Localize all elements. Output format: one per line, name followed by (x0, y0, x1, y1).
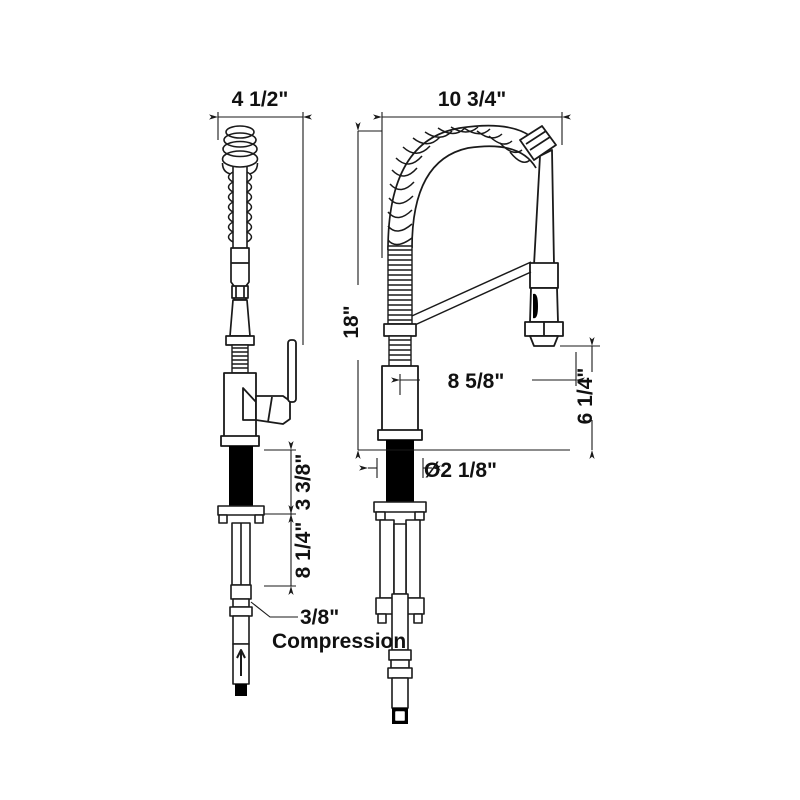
dim-overall-height (355, 122, 570, 459)
front-spray-head (230, 247, 250, 301)
dimension-lines (209, 112, 600, 618)
callout-label-compression-type: Compression (272, 630, 406, 653)
dim-spout-reach (391, 352, 585, 395)
side-spring-coil (387, 124, 557, 251)
dim-label-shank-upper: 3 3/8" (292, 454, 315, 511)
side-coil-turns (387, 126, 531, 246)
callout-leader-compression (250, 601, 298, 618)
dim-label-base-diameter: Ø2 1/8" (424, 459, 497, 482)
dim-label-spray-head-height: 6 1/4" (574, 368, 597, 425)
side-mounting-shank (386, 440, 414, 502)
front-lever-handle (242, 339, 297, 425)
side-flex-hose (387, 245, 413, 325)
dim-spray-head-height (560, 337, 600, 459)
dimension-labels: 4 1/2" 10 3/4" 18" 8 5/8" 6 1/4" Ø2 1/8"… (232, 88, 597, 653)
side-supply-tubes (375, 519, 425, 724)
dim-label-side-width: 10 3/4" (438, 88, 506, 111)
dim-side-width (373, 112, 571, 258)
dim-base-diameter (359, 458, 441, 478)
dim-shank-lower (264, 505, 296, 595)
dim-label-spout-reach: 8 5/8" (448, 370, 505, 393)
front-mounting-shank (229, 446, 253, 506)
dim-label-front-width: 4 1/2" (232, 88, 289, 111)
dim-label-overall-height: 18" (340, 305, 363, 338)
front-spring-coil (221, 125, 259, 250)
side-lower-hose (388, 335, 412, 367)
front-view-faucet (217, 125, 297, 696)
side-hose-collar (383, 323, 417, 337)
front-flex-hose (231, 344, 249, 374)
callout-label-compression-size: 3/8" (300, 606, 339, 629)
front-spout-column (225, 299, 255, 346)
side-spray-head (524, 262, 564, 347)
side-support-arm (391, 261, 532, 335)
dim-label-shank-lower: 8 1/4" (292, 522, 315, 579)
side-faucet-body (377, 365, 423, 441)
front-deck-hardware (217, 505, 265, 524)
front-supply-tube (229, 522, 253, 696)
dim-front-width (209, 112, 312, 345)
